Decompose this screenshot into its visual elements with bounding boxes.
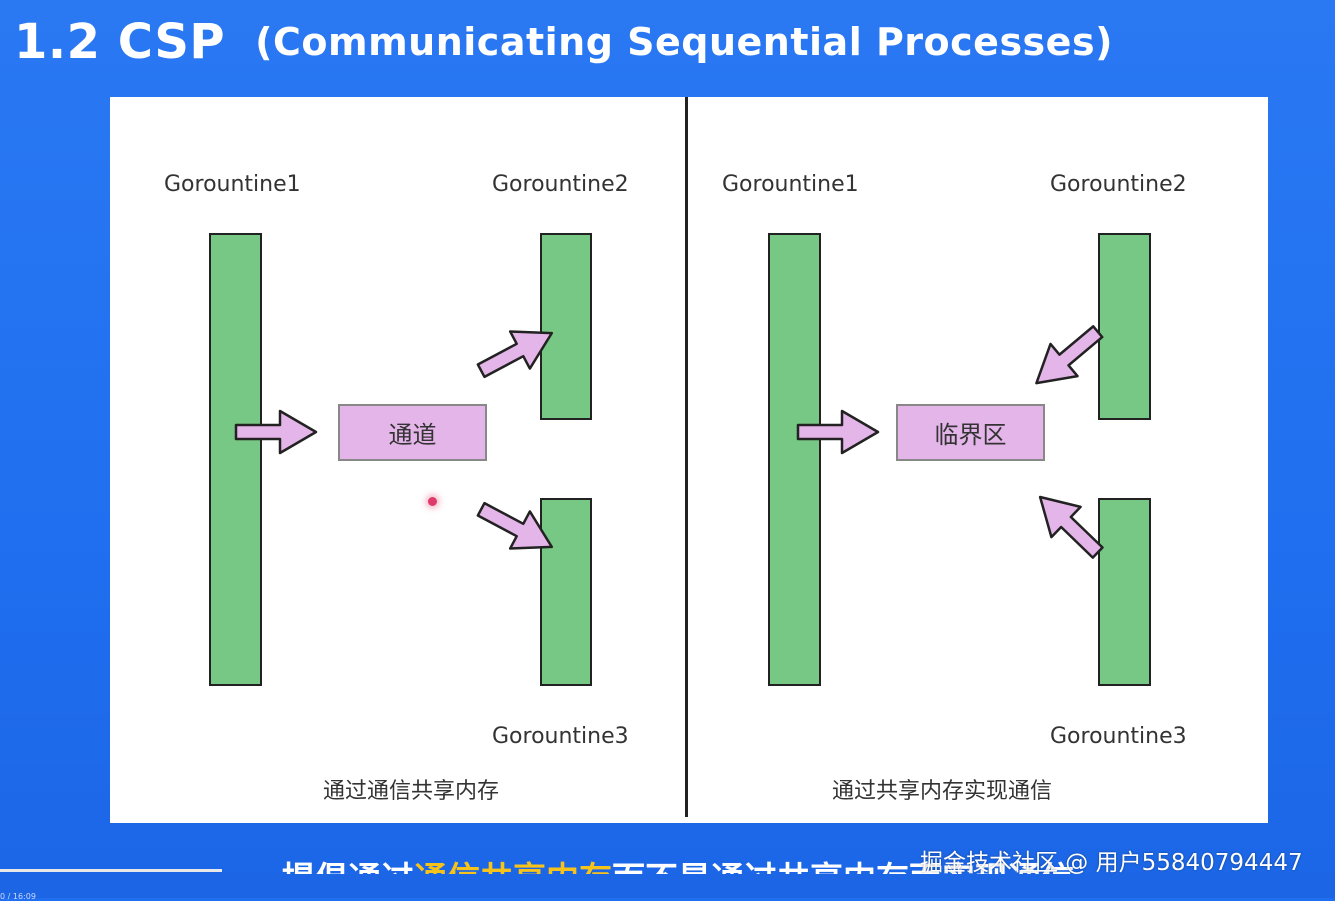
player-time: 0 / 16:09 xyxy=(0,892,36,901)
left-caption: 通过通信共享内存 xyxy=(323,779,500,804)
arrow-right-icon xyxy=(796,409,880,455)
title-main: 1.2 CSP xyxy=(14,14,226,70)
left-goroutine1-label: Gorountine1 xyxy=(164,172,301,197)
title-subtitle: (Communicating Sequential Processes) xyxy=(255,20,1113,64)
video-progress-bar[interactable] xyxy=(0,869,222,872)
left-goroutine1-bar xyxy=(209,233,262,686)
watermark: 掘金技术社区 @ 用户55840794447 xyxy=(920,850,1303,876)
right-goroutine2-bar xyxy=(1098,233,1151,420)
right-goroutine3-label: Gorountine3 xyxy=(1050,724,1187,749)
right-goroutine3-bar xyxy=(1098,498,1151,686)
left-goroutine2-bar xyxy=(540,233,592,420)
arrow-up-right-icon xyxy=(470,313,563,391)
right-caption: 通过共享内存实现通信 xyxy=(832,779,1053,804)
channel-box: 通道 xyxy=(338,404,487,461)
left-goroutine2-label: Gorountine2 xyxy=(492,172,629,197)
panel-divider xyxy=(685,97,688,817)
arrow-up-left-icon xyxy=(1024,480,1114,569)
diagram-panel xyxy=(110,97,1268,823)
right-goroutine1-bar xyxy=(768,233,821,686)
player-time-bar: 0 / 16:09 xyxy=(0,874,1335,901)
arrow-down-left-icon xyxy=(1021,314,1113,401)
right-goroutine1-label: Gorountine1 xyxy=(722,172,859,197)
critical-section-box: 临界区 xyxy=(896,404,1045,461)
arrow-right-icon xyxy=(234,409,318,455)
left-goroutine3-label: Gorountine3 xyxy=(492,724,629,749)
left-goroutine3-bar xyxy=(540,498,592,686)
laser-pointer-dot xyxy=(428,497,437,506)
slide-title: 1.2 CSP (Communicating Sequential Process… xyxy=(14,14,1113,70)
right-goroutine2-label: Gorountine2 xyxy=(1050,172,1187,197)
arrow-down-right-icon xyxy=(470,489,563,567)
